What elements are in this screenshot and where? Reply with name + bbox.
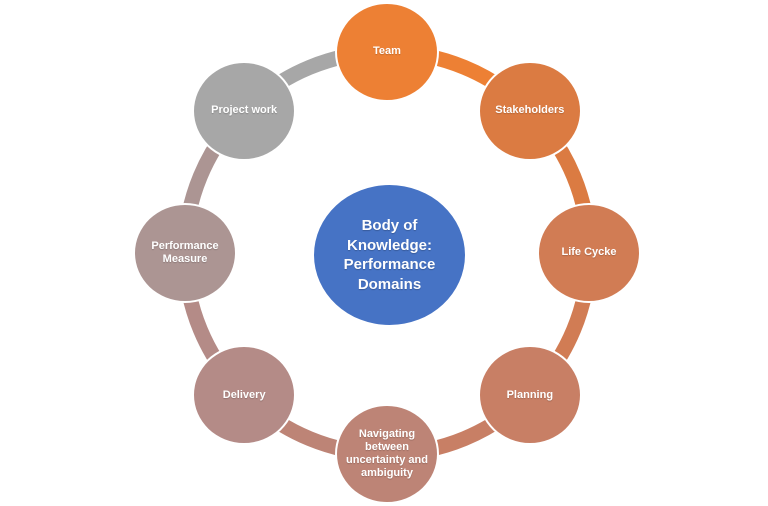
node-label: Delivery [222,388,266,401]
node-circle-stakeholders: Stakeholders [477,60,582,161]
center-circle-label: Body of Knowledge: Performance Domains [343,217,436,293]
center-circle: Body of Knowledge: Performance Domains [312,183,467,327]
node-circle-delivery: Delivery [192,345,297,446]
node-label: Planning [506,388,554,401]
node-circle-team: Team [335,2,439,102]
node-circle-planning: Planning [477,345,582,446]
node-label: Navigating between uncertainty and ambig… [346,427,428,480]
node-label: Performance Measure [151,239,219,265]
node-circle-life-cycke: Life Cycke [537,203,641,303]
node-circle-performance-measure: Performance Measure [133,203,237,303]
node-label: Life Cycke [561,246,617,259]
node-label: Project work [211,104,278,117]
node-label: Stakeholders [495,104,565,117]
node-circle-navigating-between: Navigating between uncertainty and ambig… [335,404,439,504]
node-circle-project-work: Project work [192,60,297,161]
node-label: Team [373,45,401,58]
